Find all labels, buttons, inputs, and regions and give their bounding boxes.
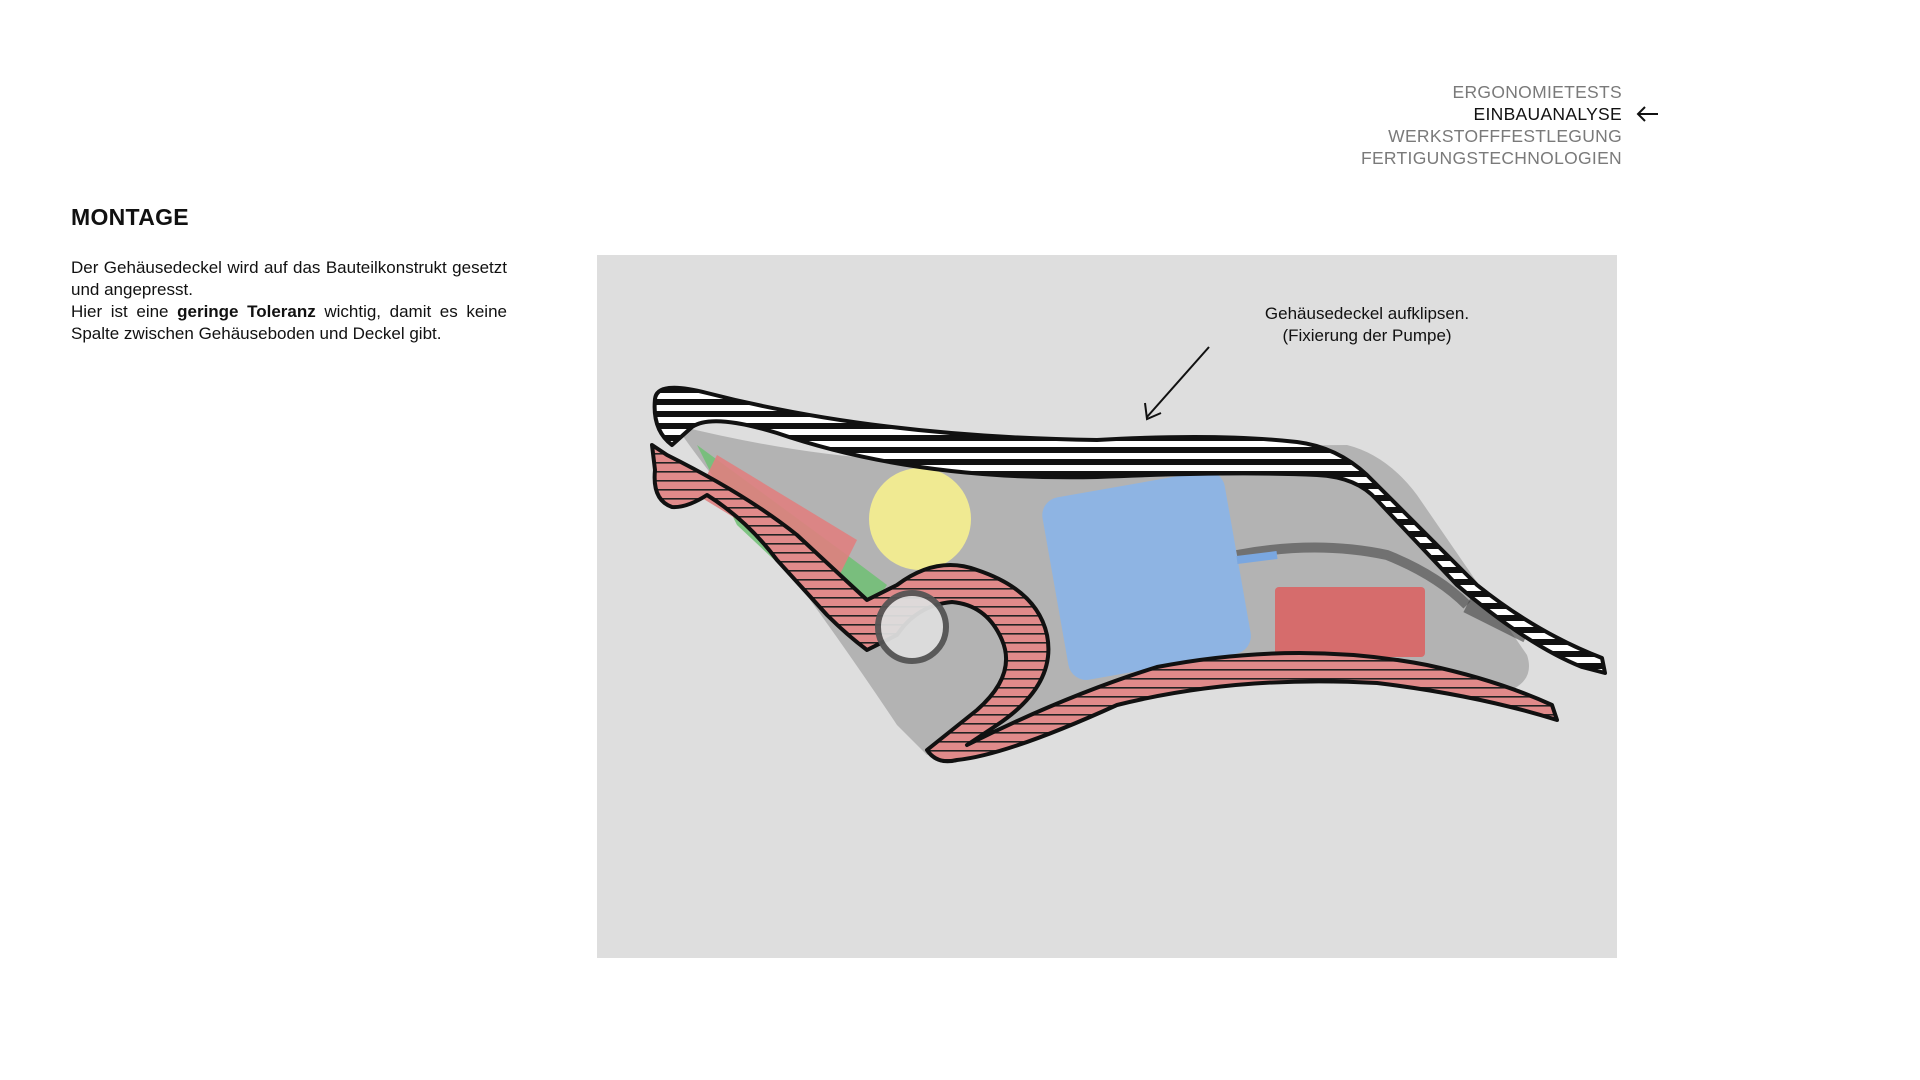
page-title: MONTAGE bbox=[71, 204, 189, 230]
cross-section-drawing bbox=[650, 346, 1607, 764]
description-text: Der Gehäusedeckel wird auf das Bauteilko… bbox=[71, 257, 507, 345]
description-paragraph-1: Der Gehäusedeckel wird auf das Bauteilko… bbox=[71, 258, 507, 299]
battery-cell bbox=[869, 468, 971, 570]
nav-item-ergonomietests[interactable]: ERGONOMIETESTS bbox=[1452, 82, 1622, 102]
callout-arrow-line bbox=[1146, 346, 1210, 418]
nav-item-einbauanalyse[interactable]: EINBAUANALYSE bbox=[1361, 103, 1658, 125]
pump-unit bbox=[1042, 471, 1251, 680]
callout-line-2: (Fixierung der Pumpe) bbox=[1282, 326, 1452, 345]
tube bbox=[1236, 542, 1471, 609]
emphasis-tolerance: geringe Toleranz bbox=[177, 302, 316, 321]
section-nav: ERGONOMIETESTS EINBAUANALYSE WERKSTOFFFE… bbox=[1360, 81, 1658, 169]
callout-line-1: Gehäusedeckel aufklipsen. bbox=[1264, 304, 1470, 323]
tube-blue bbox=[1236, 551, 1278, 564]
nav-item-label: EINBAUANALYSE bbox=[1473, 104, 1622, 124]
callout-arrowhead bbox=[1144, 402, 1162, 421]
housing-cover bbox=[652, 385, 1607, 675]
component-red-right bbox=[1275, 587, 1425, 657]
nav-item-fertigungstechnologien[interactable]: FERTIGUNGSTECHNOLOGIEN bbox=[1360, 148, 1622, 168]
housing-base bbox=[650, 443, 1559, 764]
assembly-diagram: Gehäusedeckel aufklipsen. (Fixierung der… bbox=[597, 255, 1617, 958]
nav-item-werkstofffestlegung[interactable]: WERKSTOFFFESTLEGUNG bbox=[1388, 126, 1622, 146]
callout-label: Gehäusedeckel aufklipsen. (Fixierung der… bbox=[1197, 303, 1537, 347]
arrow-left-icon bbox=[1636, 106, 1658, 122]
description-paragraph-2: Hier ist eine geringe Toleranz wichtig, … bbox=[71, 302, 507, 343]
pivot-hole bbox=[875, 590, 949, 664]
